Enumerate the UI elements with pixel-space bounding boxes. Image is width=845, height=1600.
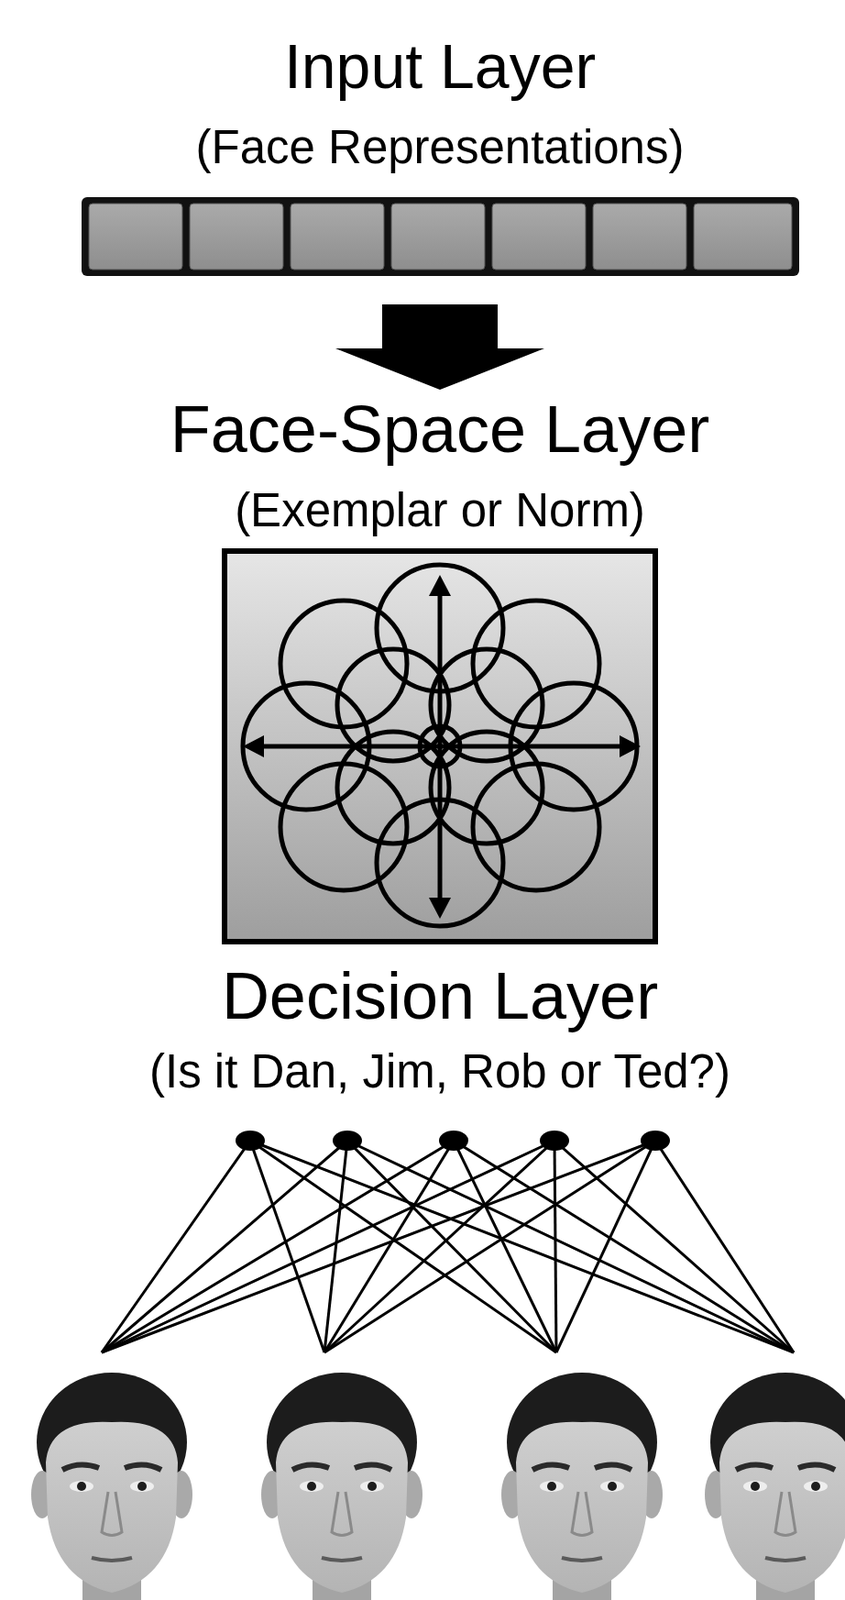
layer-title: Face-Space Layer bbox=[36, 391, 844, 468]
layer-title: Input Layer bbox=[36, 30, 844, 102]
face-space-square bbox=[224, 550, 656, 942]
block-arrow bbox=[335, 304, 545, 390]
face-image bbox=[501, 1371, 663, 1600]
layer-title: Decision Layer bbox=[36, 957, 844, 1034]
decision-units bbox=[235, 1130, 670, 1151]
layer-subtitle: (Is it Dan, Jim, Rob or Ted?) bbox=[36, 1044, 844, 1099]
layer-subtitle: (Face Representations) bbox=[36, 120, 844, 176]
face-images bbox=[31, 1371, 845, 1600]
layer-node: Face-Space Layer (Exemplar or Norm) bbox=[36, 391, 844, 942]
layer-node: Input Layer (Face Representations) bbox=[36, 30, 844, 276]
face-image bbox=[31, 1371, 193, 1600]
layer-subtitle: (Exemplar or Norm) bbox=[36, 483, 844, 538]
decision-network bbox=[101, 1140, 794, 1352]
layer-node: Decision Layer (Is it Dan, Jim, Rob or Te… bbox=[36, 957, 844, 1151]
face-image bbox=[704, 1371, 845, 1600]
face-image bbox=[261, 1371, 423, 1600]
input-bar bbox=[81, 197, 800, 276]
